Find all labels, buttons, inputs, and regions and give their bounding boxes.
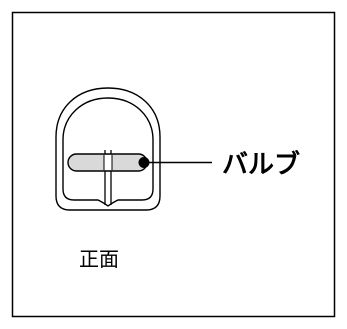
valve-capsule <box>67 153 148 172</box>
housing-inner-outline <box>62 97 154 207</box>
valve-callout-label: バルブ <box>222 149 300 180</box>
figure-border <box>11 11 336 318</box>
valve-housing <box>55 87 161 211</box>
valve-capsule-highlight <box>104 155 112 170</box>
front-view-caption: 正面 <box>79 247 119 271</box>
housing-outer-outline <box>55 87 161 211</box>
